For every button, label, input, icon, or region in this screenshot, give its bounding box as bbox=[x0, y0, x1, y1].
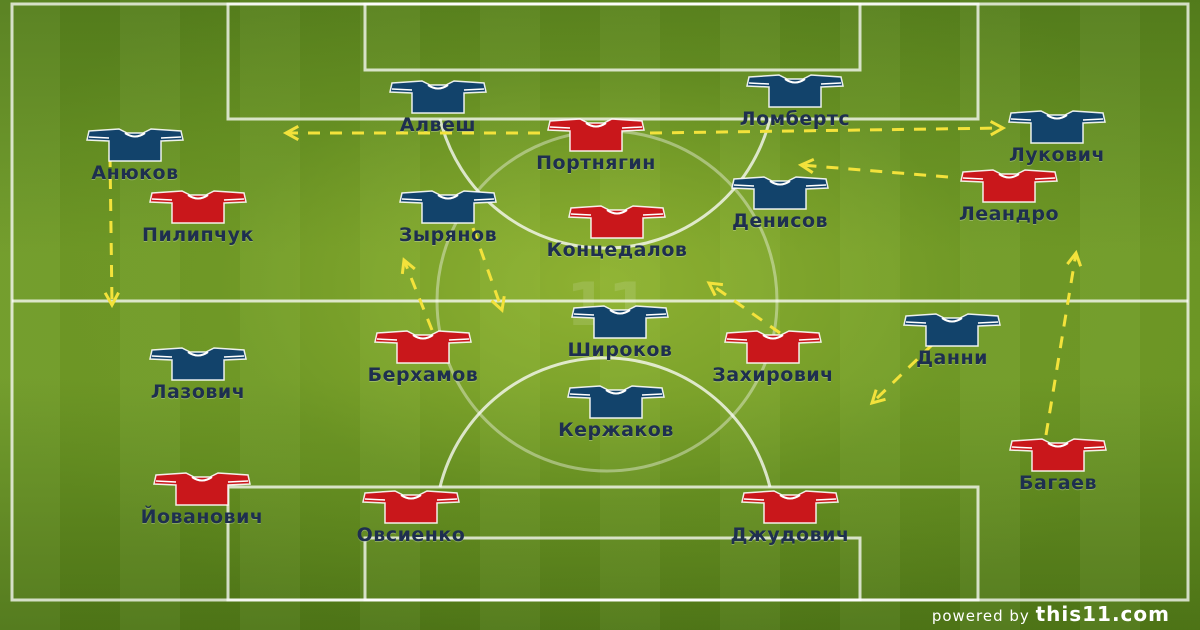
shirt-icon bbox=[153, 472, 251, 506]
movement-arrow bbox=[706, 281, 781, 335]
player-name: Алвеш bbox=[399, 114, 477, 136]
player-denisov[interactable]: Денисов bbox=[680, 176, 880, 240]
player-leandro[interactable]: Леандро bbox=[909, 169, 1109, 233]
powered-by-text: powered by bbox=[931, 607, 1030, 625]
player-berkhamov[interactable]: Берхамов bbox=[323, 330, 523, 394]
player-anyukov[interactable]: Анюков bbox=[35, 128, 235, 192]
player-name: Концедалов bbox=[546, 239, 688, 261]
shirt-icon bbox=[568, 205, 666, 239]
shirt-icon bbox=[741, 490, 839, 524]
player-name: Пилипчук bbox=[142, 224, 254, 246]
top-goal-area bbox=[363, 2, 862, 72]
player-zakhirovich[interactable]: Захирович bbox=[673, 330, 873, 394]
shirt-icon bbox=[1008, 110, 1106, 144]
player-pilipchuk[interactable]: Пилипчук bbox=[98, 190, 298, 254]
shirt-icon bbox=[1009, 438, 1107, 472]
player-danni[interactable]: Данни bbox=[852, 313, 1052, 377]
bottom-penalty-arc bbox=[438, 356, 772, 488]
shirt-icon bbox=[389, 80, 487, 114]
player-name: Йованович bbox=[140, 506, 264, 528]
shirt-icon bbox=[399, 190, 497, 224]
player-name: Портнягин bbox=[536, 152, 656, 174]
shirt-icon bbox=[149, 347, 247, 381]
movement-arrow bbox=[471, 227, 506, 313]
shirt-icon bbox=[746, 74, 844, 108]
movement-arrow bbox=[400, 257, 434, 331]
player-lukovic[interactable]: Лукович bbox=[957, 110, 1157, 174]
movement-arrow bbox=[869, 342, 935, 406]
shirt-icon bbox=[149, 190, 247, 224]
player-name: Джудович bbox=[730, 524, 850, 546]
player-name: Ломбертс bbox=[739, 108, 851, 130]
shirt-icon bbox=[374, 330, 472, 364]
player-name: Широков bbox=[567, 339, 673, 361]
player-ovsienko[interactable]: Овсиенко bbox=[311, 490, 511, 554]
player-name: Кержаков bbox=[558, 419, 674, 441]
shirt-icon bbox=[960, 169, 1058, 203]
player-name: Захирович bbox=[712, 364, 834, 386]
shirt-icon bbox=[567, 385, 665, 419]
shirt-icon bbox=[903, 313, 1001, 347]
player-kerzhakov[interactable]: Кержаков bbox=[516, 385, 716, 449]
movement-arrow bbox=[282, 124, 540, 142]
player-alves[interactable]: Алвеш bbox=[338, 80, 538, 144]
player-name: Лазович bbox=[150, 381, 246, 403]
player-name: Берхамов bbox=[367, 364, 479, 386]
movement-arrow bbox=[103, 154, 120, 309]
player-yovanovich[interactable]: Йованович bbox=[102, 472, 302, 536]
player-portnyagin[interactable]: Портнягин bbox=[496, 118, 696, 182]
player-name: Анюков bbox=[91, 162, 179, 184]
player-lazovich[interactable]: Лазович bbox=[98, 347, 298, 411]
movement-arrow bbox=[1044, 249, 1083, 436]
bottom-goal-area bbox=[363, 536, 862, 602]
movement-arrow bbox=[797, 157, 949, 179]
player-bagaev[interactable]: Багаев bbox=[958, 438, 1158, 502]
player-name: Зырянов bbox=[398, 224, 498, 246]
player-dzhudovich[interactable]: Джудович bbox=[690, 490, 890, 554]
player-name: Лукович bbox=[1009, 144, 1105, 166]
shirt-icon bbox=[547, 118, 645, 152]
footer-credit[interactable]: powered by this11.com bbox=[932, 602, 1170, 628]
shirt-icon bbox=[362, 490, 460, 524]
player-name: Овсиенко bbox=[356, 524, 466, 546]
shirt-icon bbox=[571, 305, 669, 339]
player-name: Леандро bbox=[958, 203, 1060, 225]
movement-arrow bbox=[649, 120, 1007, 137]
player-shirokov[interactable]: Широков bbox=[520, 305, 720, 369]
player-name: Данни bbox=[916, 347, 988, 369]
brand-logo-text: this11.com bbox=[1035, 602, 1170, 626]
player-name: Денисов bbox=[731, 210, 829, 232]
shirt-icon bbox=[724, 330, 822, 364]
player-name: Багаев bbox=[1019, 472, 1097, 494]
shirt-icon bbox=[731, 176, 829, 210]
player-kontsedalov[interactable]: Концедалов bbox=[517, 205, 717, 269]
shirt-icon bbox=[86, 128, 184, 162]
player-zyryanov[interactable]: Зырянов bbox=[348, 190, 548, 254]
player-lombaerts[interactable]: Ломбертс bbox=[695, 74, 895, 138]
